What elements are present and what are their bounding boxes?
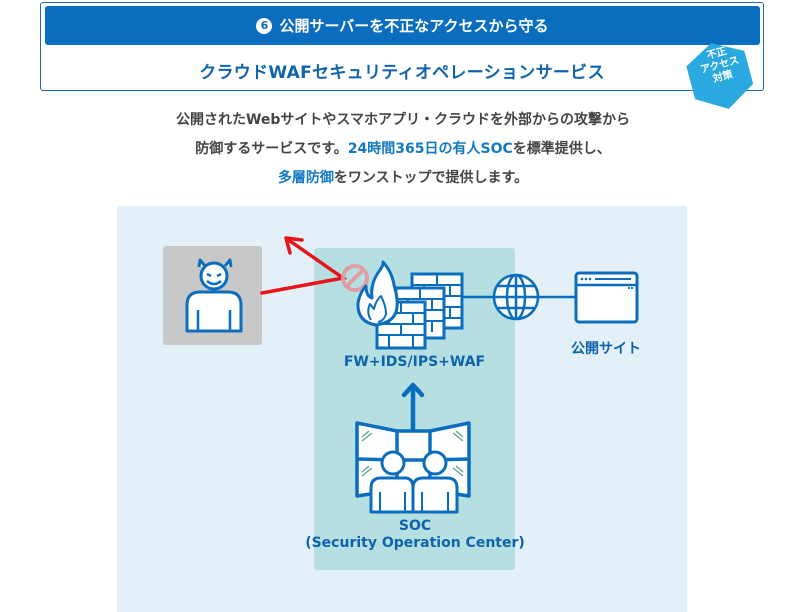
prohibited-icon (341, 264, 369, 292)
fire-icon (356, 260, 399, 327)
globe-icon (492, 273, 540, 321)
browser-window-icon (574, 271, 639, 324)
description-line-3: 多層防御をワンストップで提供します。 (0, 164, 806, 193)
description-text: をワンストップで提供します。 (333, 170, 529, 186)
soc-short-label: SOC (398, 518, 432, 534)
description-line-2: 防御するサービスです。24時間365日の有人SOCを標準提供し、 (0, 135, 806, 164)
section-banner: 6 公開サーバーを不正なアクセスから守る (45, 6, 760, 45)
soc-full-label: (Security Operation Center) (305, 535, 525, 551)
soc-label: SOC (Security Operation Center) (300, 518, 530, 552)
firewall-label: FW+IDS/IPS+WAF (343, 354, 486, 370)
attacker-devil-icon (185, 258, 243, 333)
banner-title: 公開サーバーを不正なアクセスから守る (279, 17, 549, 35)
service-title: クラウドWAFセキュリティオペレーションサービス (199, 62, 605, 83)
multilayer-highlight: 多層防御 (277, 170, 334, 186)
operators-icon (369, 450, 459, 514)
hexagon-icon (686, 43, 754, 109)
blocked-arrow-icon (260, 236, 348, 295)
fraud-access-badge: 不正 アクセス 対策 (684, 40, 756, 112)
public-site-label: 公開サイト (571, 341, 641, 357)
description-line-1: 公開されたWebサイトやスマホアプリ・クラウドを外部からの攻撃から (175, 112, 631, 128)
step-number-badge: 6 (256, 17, 273, 34)
soc-highlight: 24時間365日の有人SOC (347, 141, 513, 157)
description-text: を標準提供し、 (512, 141, 611, 157)
service-description: 公開されたWebサイトやスマホアプリ・クラウドを外部からの攻撃から 防御するサー… (0, 106, 806, 193)
firewall-brick-icon (375, 272, 464, 350)
description-text: 防御するサービスです。 (195, 141, 348, 157)
